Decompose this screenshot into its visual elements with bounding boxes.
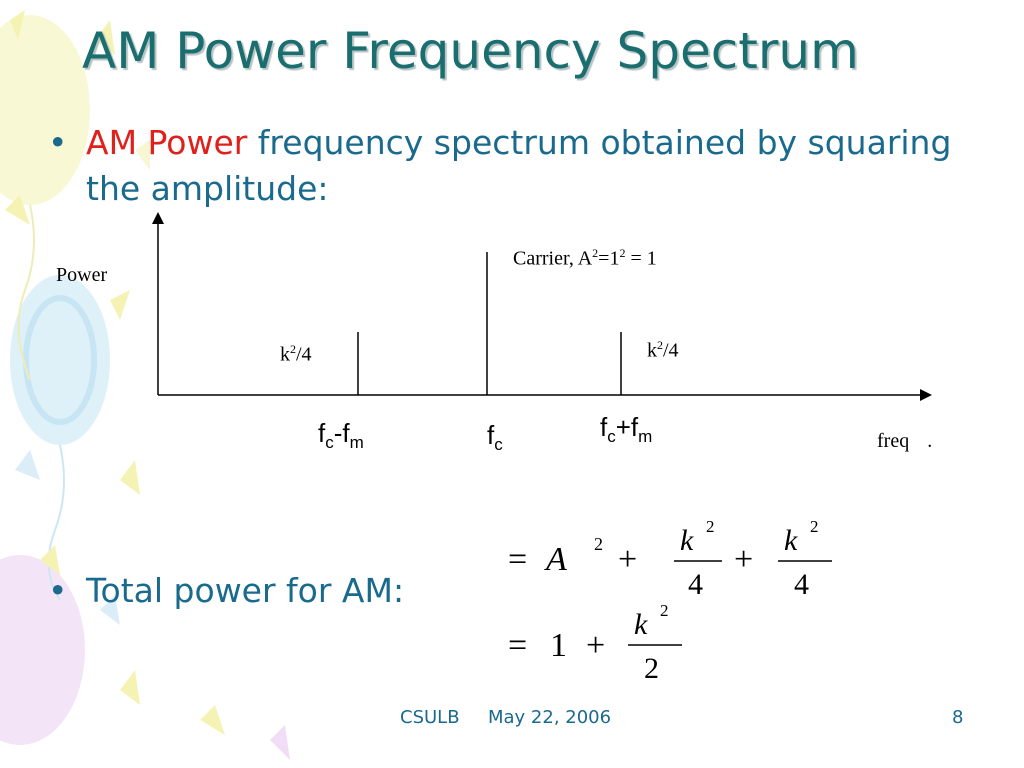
- yellow-balloon: [0, 15, 90, 205]
- formula-k-exp: 2: [810, 518, 819, 536]
- tick-fc: fc: [487, 420, 503, 455]
- tick-fc-plus-fm: fc+fm: [600, 412, 653, 447]
- bullet-accent-text: AM Power: [86, 123, 248, 162]
- spectral-lines: [357, 252, 622, 395]
- total-power-formula: = A 2 + k 2 4 + k 2 4 = 1 + k 2 2: [508, 518, 832, 685]
- upper-sideband-label: k2/4: [647, 338, 679, 362]
- bullet-total-power: • Total power for AM:: [48, 568, 405, 614]
- formula-k: k: [784, 524, 798, 557]
- y-axis-arrow: [152, 212, 164, 224]
- formula-k: k: [680, 524, 694, 557]
- formula-denominator: 4: [794, 568, 809, 601]
- formula-k-exp: 2: [660, 601, 669, 620]
- lower-sideband-label: k2/4: [280, 342, 312, 366]
- tick-fc-minus-fm: fc-fm: [318, 418, 364, 453]
- slide-title: AM Power Frequency Spectrum: [82, 22, 859, 80]
- formula-equals: =: [508, 627, 527, 664]
- formula-equals: =: [508, 541, 527, 578]
- x-axis-label: freq.: [877, 430, 933, 452]
- footer-date: May 22, 2006: [488, 707, 612, 728]
- formula-plus: +: [734, 541, 753, 578]
- purple-balloon: [0, 555, 85, 745]
- formula-k-exp: 2: [706, 518, 715, 536]
- bullet-text: Total power for AM:: [86, 571, 405, 610]
- formula-plus: +: [618, 541, 637, 578]
- formula-A-exp: 2: [594, 534, 603, 554]
- x-axis-arrow: [920, 389, 932, 401]
- formula-one: 1: [550, 627, 567, 664]
- bullet-spectrum: • AM Power frequency spectrum obtained b…: [48, 120, 966, 212]
- formula-k: k: [634, 608, 648, 641]
- footer-page-number: 8: [952, 707, 964, 728]
- formula-denominator: 4: [688, 568, 703, 601]
- formula-denominator: 2: [644, 652, 659, 685]
- bullet-dot: •: [48, 571, 68, 610]
- footer-org: CSULB: [400, 707, 460, 728]
- y-axis-label: Power: [56, 264, 108, 286]
- formula-A: A: [544, 541, 567, 578]
- bullet-dot: •: [48, 123, 68, 162]
- bullet-text: frequency spectrum obtained by squaring …: [86, 123, 952, 208]
- carrier-label: Carrier, A2=12 = 1: [513, 246, 657, 270]
- formula-plus: +: [586, 627, 605, 664]
